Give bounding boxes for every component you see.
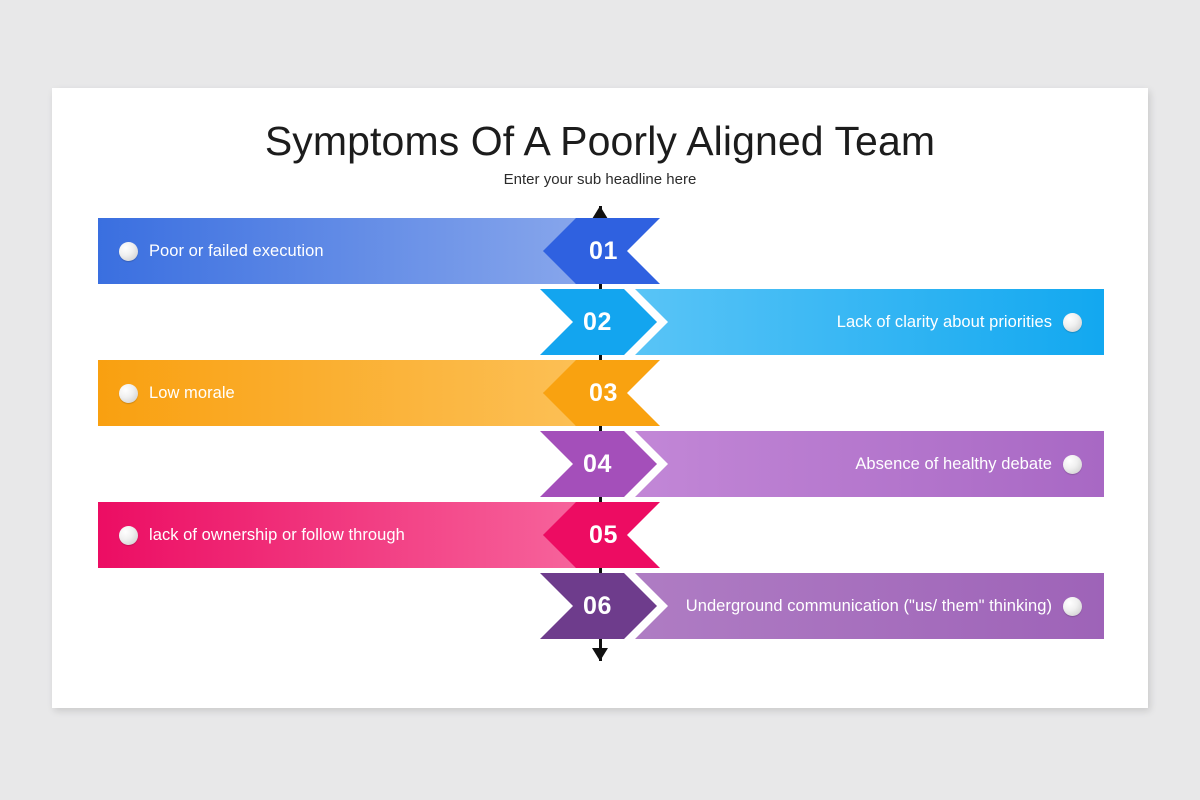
row-label: Underground communication ("us/ them" th… xyxy=(685,596,1052,615)
row-label: Absence of healthy debate xyxy=(855,454,1052,473)
timeline-row-05[interactable]: lack of ownership or follow through 05 xyxy=(98,502,660,568)
row-bar: Lack of clarity about priorities xyxy=(635,289,1104,355)
row-bar: Absence of healthy debate xyxy=(635,431,1104,497)
row-number: 06 xyxy=(582,592,612,620)
row-bar: Poor or failed execution xyxy=(98,218,600,284)
row-content: Poor or failed execution xyxy=(119,218,324,284)
timeline-row-03[interactable]: Low morale 03 xyxy=(98,360,660,426)
timeline-row-06[interactable]: Underground communication ("us/ them" th… xyxy=(540,573,1104,639)
row-number: 02 xyxy=(582,308,612,336)
bullet-dot-icon xyxy=(1063,596,1082,616)
slide-card: Symptoms Of A Poorly Aligned Team Enter … xyxy=(52,88,1148,708)
bullet-dot-icon xyxy=(119,242,138,261)
bullet-dot-icon xyxy=(1063,454,1082,474)
page-title: Symptoms Of A Poorly Aligned Team xyxy=(264,118,936,164)
row-number: 04 xyxy=(582,450,612,478)
row-number: 03 xyxy=(588,379,618,407)
row-content: Absence of healthy debate xyxy=(855,431,1082,497)
row-label: lack of ownership or follow through xyxy=(149,525,405,544)
arrow-up-icon xyxy=(592,206,608,219)
row-bar: lack of ownership or follow through xyxy=(98,502,600,568)
row-bar: Underground communication ("us/ them" th… xyxy=(635,573,1104,639)
bullet-dot-icon xyxy=(1063,312,1082,332)
row-content: Underground communication ("us/ them" th… xyxy=(686,573,1082,639)
row-label: Poor or failed execution xyxy=(149,241,324,260)
arrow-down-icon xyxy=(592,648,608,661)
row-label: Lack of clarity about priorities xyxy=(836,312,1052,331)
page-subtitle: Enter your sub headline here xyxy=(503,171,697,188)
row-number: 05 xyxy=(588,521,618,549)
bullet-dot-icon xyxy=(119,526,138,545)
row-content: Low morale xyxy=(119,360,235,426)
row-bar: Low morale xyxy=(98,360,600,426)
row-content: Lack of clarity about priorities xyxy=(837,289,1082,355)
row-content: lack of ownership or follow through xyxy=(119,502,405,568)
row-number: 01 xyxy=(588,237,618,265)
row-label: Low morale xyxy=(149,383,235,402)
timeline-row-01[interactable]: Poor or failed execution 01 xyxy=(98,218,660,284)
timeline-row-04[interactable]: Absence of healthy debate 04 xyxy=(540,431,1104,497)
bullet-dot-icon xyxy=(119,384,138,403)
timeline-row-02[interactable]: Lack of clarity about priorities 02 xyxy=(540,289,1104,355)
